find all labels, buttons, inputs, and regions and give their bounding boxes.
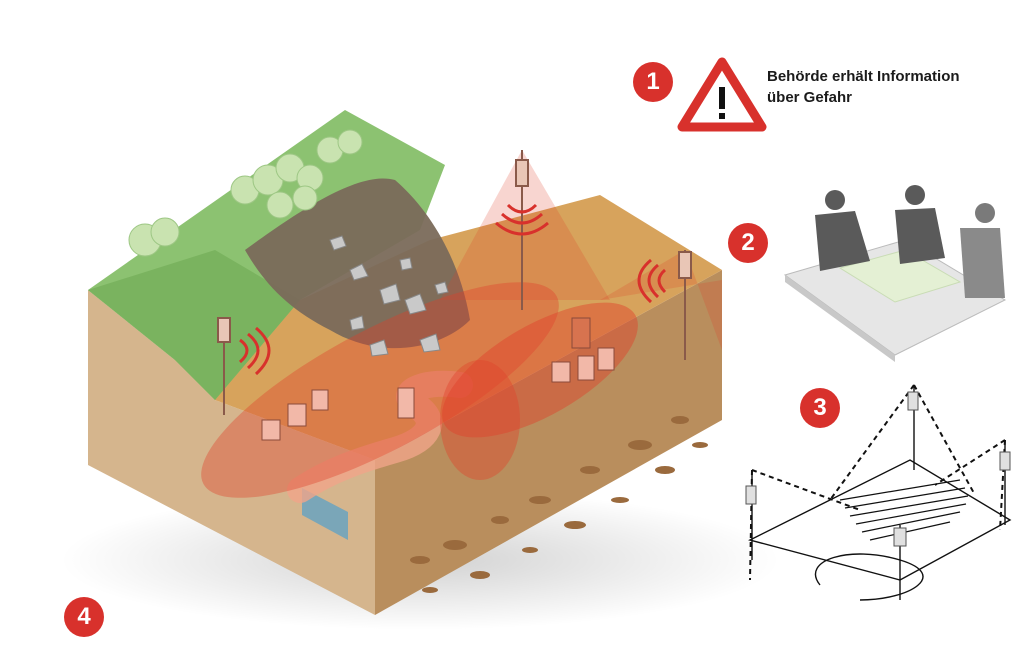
danger-zone-3: [440, 360, 520, 480]
radio-tower-icon: [217, 150, 692, 415]
step-badge-2: 2: [728, 223, 768, 263]
trees: [128, 129, 363, 257]
table-side: [785, 275, 895, 362]
step-1-caption: Behörde erhält Information über Gefahr: [767, 66, 1017, 108]
coverage-circle: [814, 553, 924, 601]
caption-line-2: über Gefahr: [767, 89, 853, 106]
boulders: [329, 235, 449, 357]
step-badge-4: 4: [64, 597, 104, 637]
hillside-slope: [88, 250, 300, 400]
river-cut: [302, 488, 348, 540]
caption-line-1: Behörde erhält Information: [767, 68, 960, 85]
houses-right: [551, 317, 615, 383]
coverage-hatch: [839, 479, 969, 541]
houses-left: [261, 387, 415, 441]
block-left-face: [88, 290, 375, 615]
step-badge-1: 1: [633, 62, 673, 102]
map-sheet: [838, 249, 962, 303]
coverage-cone-center: [440, 150, 610, 300]
wireframe-base: [748, 459, 1012, 581]
river: [287, 370, 473, 503]
people: [815, 185, 1005, 298]
danger-zone-1: [201, 282, 559, 498]
step-badge-3: 3: [800, 388, 840, 428]
radio-waves: [238, 203, 667, 376]
block-front-face: [375, 270, 722, 615]
soil-rocks: [410, 416, 708, 593]
